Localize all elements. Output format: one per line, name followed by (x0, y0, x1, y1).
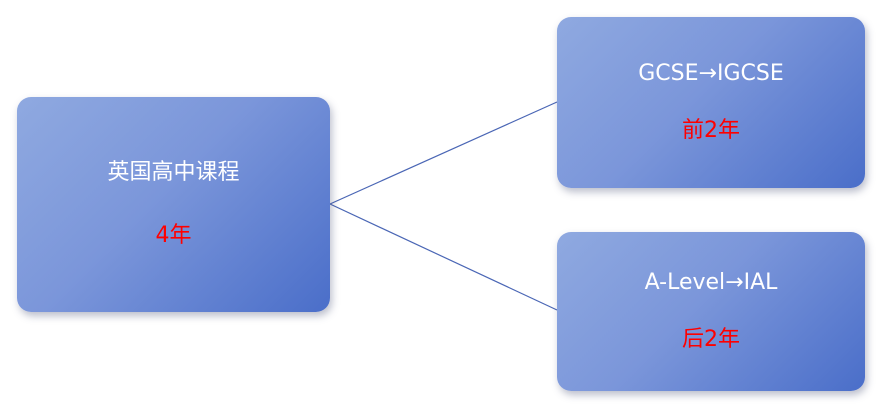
root-node-title: 英国高中课程 (107, 160, 240, 186)
child-node-alevel-duration: 后2年 (682, 326, 740, 352)
child-node-gcse-duration: 前2年 (682, 117, 740, 143)
root-node-duration: 4年 (155, 222, 192, 248)
root-node-uk-high-school-curriculum: 英国高中课程 4年 (17, 97, 330, 312)
connector-root-to-bottom (329, 203, 558, 311)
child-node-gcse-igcse: GCSE→IGCSE 前2年 (557, 17, 865, 188)
child-node-alevel-title: A-Level→IAL (644, 270, 778, 296)
connector-root-to-top (329, 101, 558, 205)
child-node-alevel-ial: A-Level→IAL 后2年 (557, 232, 865, 391)
child-node-gcse-title: GCSE→IGCSE (638, 61, 784, 87)
